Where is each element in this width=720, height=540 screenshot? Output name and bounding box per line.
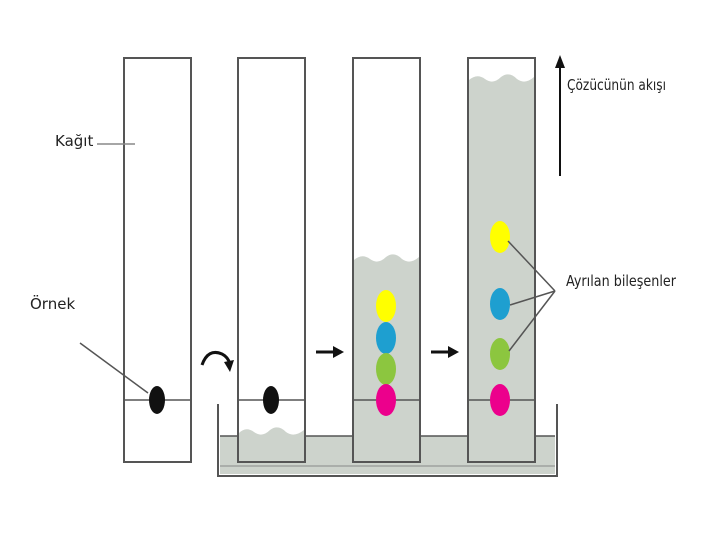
curved-arrow-icon xyxy=(200,350,232,366)
curved-arrow-head xyxy=(224,360,234,372)
strip-3-magenta-spot xyxy=(376,384,396,416)
sample-label: Örnek xyxy=(30,294,75,313)
strip-1-sample-dot xyxy=(149,386,165,414)
strip-3 xyxy=(352,57,421,463)
components-leader-lines xyxy=(507,240,556,352)
strip-4-solvent-front xyxy=(469,74,534,461)
right-arrow-icon xyxy=(431,346,459,358)
right-arrow-icon xyxy=(316,346,344,358)
strip-2 xyxy=(237,57,306,463)
separated-components-label: Ayrılan bileşenler xyxy=(566,272,677,290)
strip-4-magenta-spot xyxy=(490,384,510,416)
paper-label: Kağıt xyxy=(55,132,93,150)
strip-4 xyxy=(467,57,536,463)
strip-3-yellow-spot xyxy=(376,290,396,322)
strip-4-yellow-spot xyxy=(490,221,510,253)
tank-walls xyxy=(217,404,558,477)
solvent-flow-label: Çözücünün akışı xyxy=(567,76,666,94)
strip-4-blue-spot xyxy=(490,288,510,320)
sample-leader-line xyxy=(79,342,149,394)
strip-2-sample-dot xyxy=(263,386,279,414)
strip-4-green-spot xyxy=(490,338,510,370)
strip-3-green-spot xyxy=(376,353,396,385)
strip-2-solvent-front xyxy=(239,427,304,461)
up-arrow-icon xyxy=(555,55,565,176)
strip-3-blue-spot xyxy=(376,322,396,354)
strip-1 xyxy=(123,57,192,463)
